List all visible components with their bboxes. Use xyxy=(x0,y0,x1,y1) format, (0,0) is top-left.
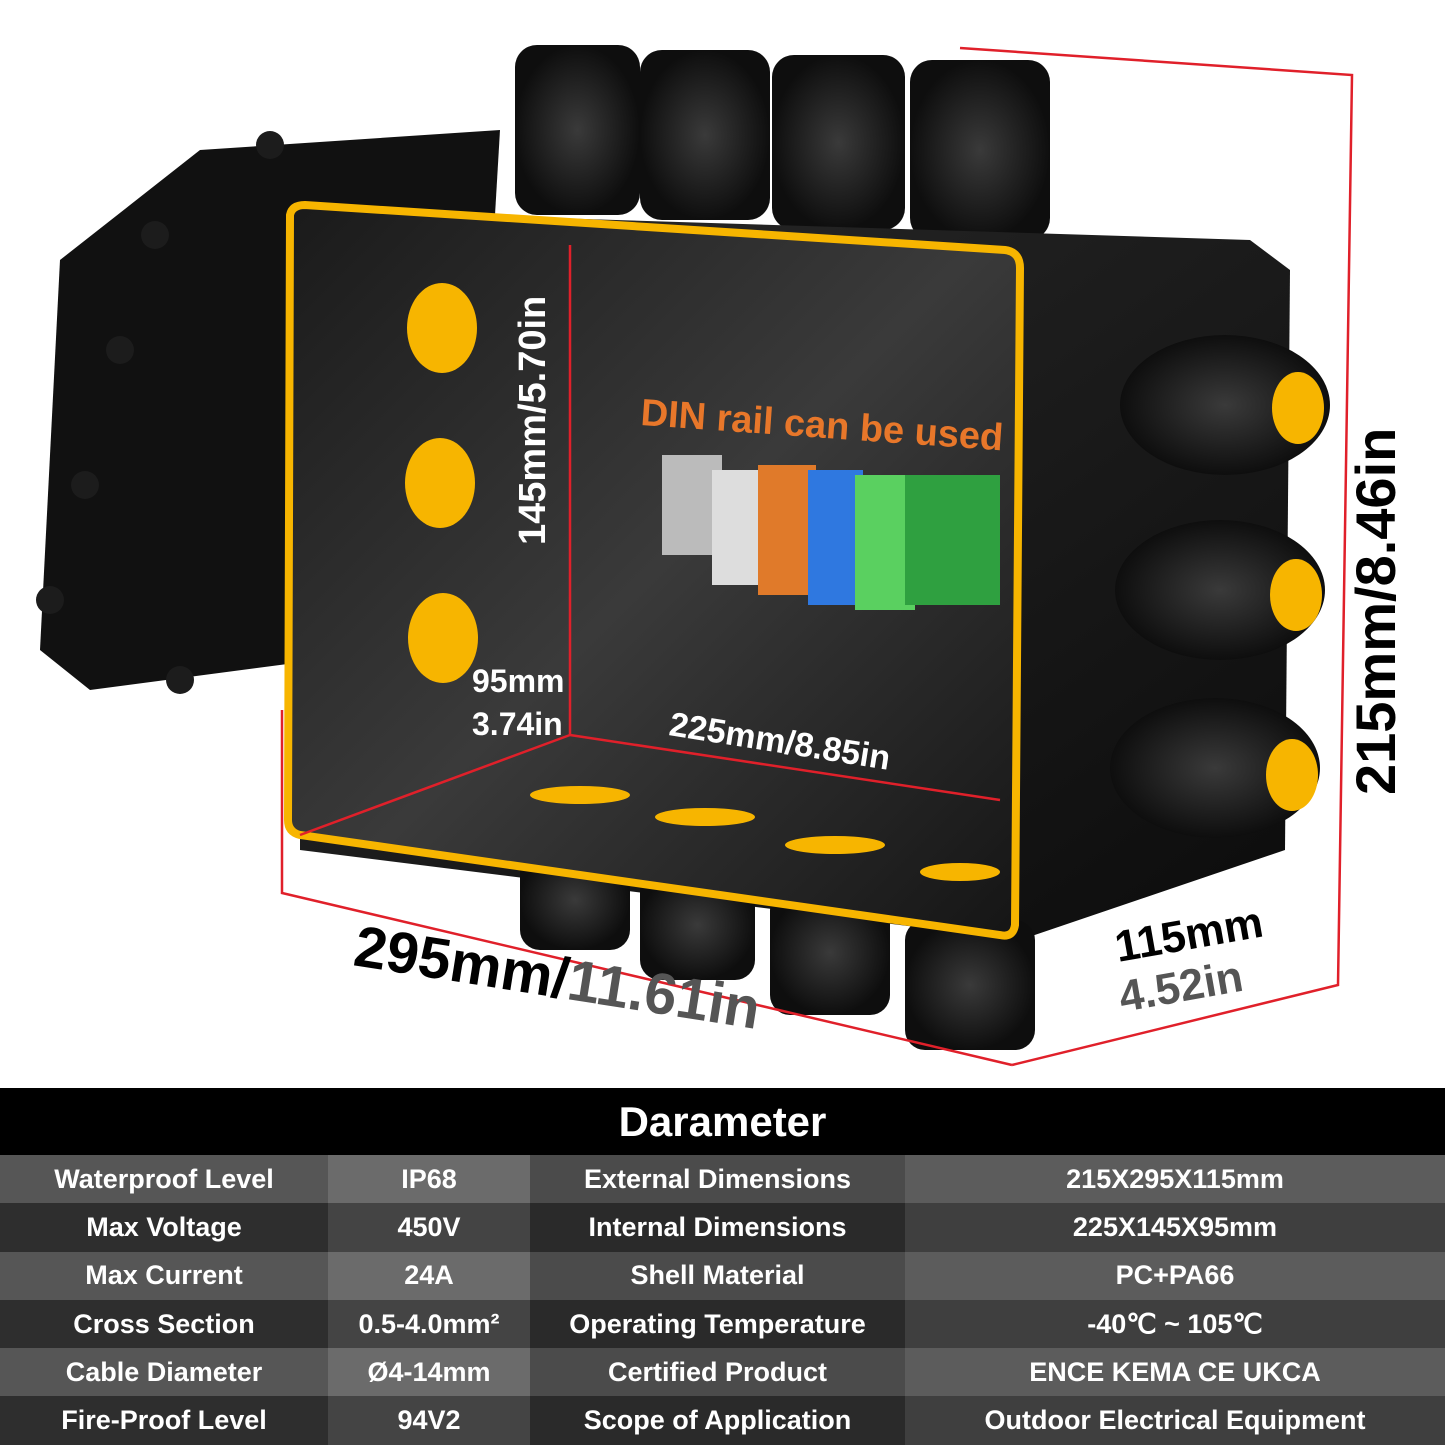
parameter-value: -40℃ ~ 105℃ xyxy=(905,1299,1445,1349)
parameter-name: External Dimensions xyxy=(530,1155,905,1204)
inner-height-label: 145mm/5.70in xyxy=(512,296,554,545)
parameter-name: Operating Temperature xyxy=(530,1299,905,1349)
parameter-value: ENCE KEMA CE UKCA xyxy=(905,1348,1445,1397)
parameter-value: 24A xyxy=(328,1251,530,1300)
parameter-name: Waterproof Level xyxy=(0,1155,328,1204)
din-terminal-blocks xyxy=(662,455,1000,610)
box-rim xyxy=(283,200,1025,940)
parameter-value: Ø4-14mm xyxy=(328,1348,530,1397)
side-cable-glands xyxy=(1110,335,1330,838)
parameter-value: PC+PA66 xyxy=(905,1251,1445,1300)
parameter-name: Max Current xyxy=(0,1251,328,1300)
parameter-name: Internal Dimensions xyxy=(530,1203,905,1252)
parameter-value: 94V2 xyxy=(328,1396,530,1445)
dimension-lines xyxy=(280,46,1354,1067)
product-illustration: DIN rail can be used 145mm/5.70in 95mm 3… xyxy=(36,45,1407,1067)
height-label: 215mm/8.46in xyxy=(1344,428,1407,795)
parameter-name: Fire-Proof Level xyxy=(0,1396,328,1445)
parameter-value: 225X145X95mm xyxy=(905,1203,1445,1252)
top-cable-glands xyxy=(515,45,1050,240)
parameter-name: Certified Product xyxy=(530,1348,905,1397)
table-title: Darameter xyxy=(0,1088,1445,1155)
parameter-value: Outdoor Electrical Equipment xyxy=(905,1396,1445,1445)
parameter-value: IP68 xyxy=(328,1155,530,1204)
parameter-name: Shell Material xyxy=(530,1251,905,1300)
parameter-name: Cross Section xyxy=(0,1299,328,1349)
inner-depth-in: 3.74in xyxy=(472,706,563,742)
inner-depth-mm: 95mm xyxy=(472,663,565,699)
parameter-name: Max Voltage xyxy=(0,1203,328,1252)
parameter-name: Cable Diameter xyxy=(0,1348,328,1397)
parameter-value: 450V xyxy=(328,1203,530,1252)
parameter-value: 0.5-4.0mm² xyxy=(328,1299,530,1349)
parameter-name: Scope of Application xyxy=(530,1396,905,1445)
parameter-value: 215X295X115mm xyxy=(905,1155,1445,1204)
knockouts xyxy=(405,283,1000,881)
